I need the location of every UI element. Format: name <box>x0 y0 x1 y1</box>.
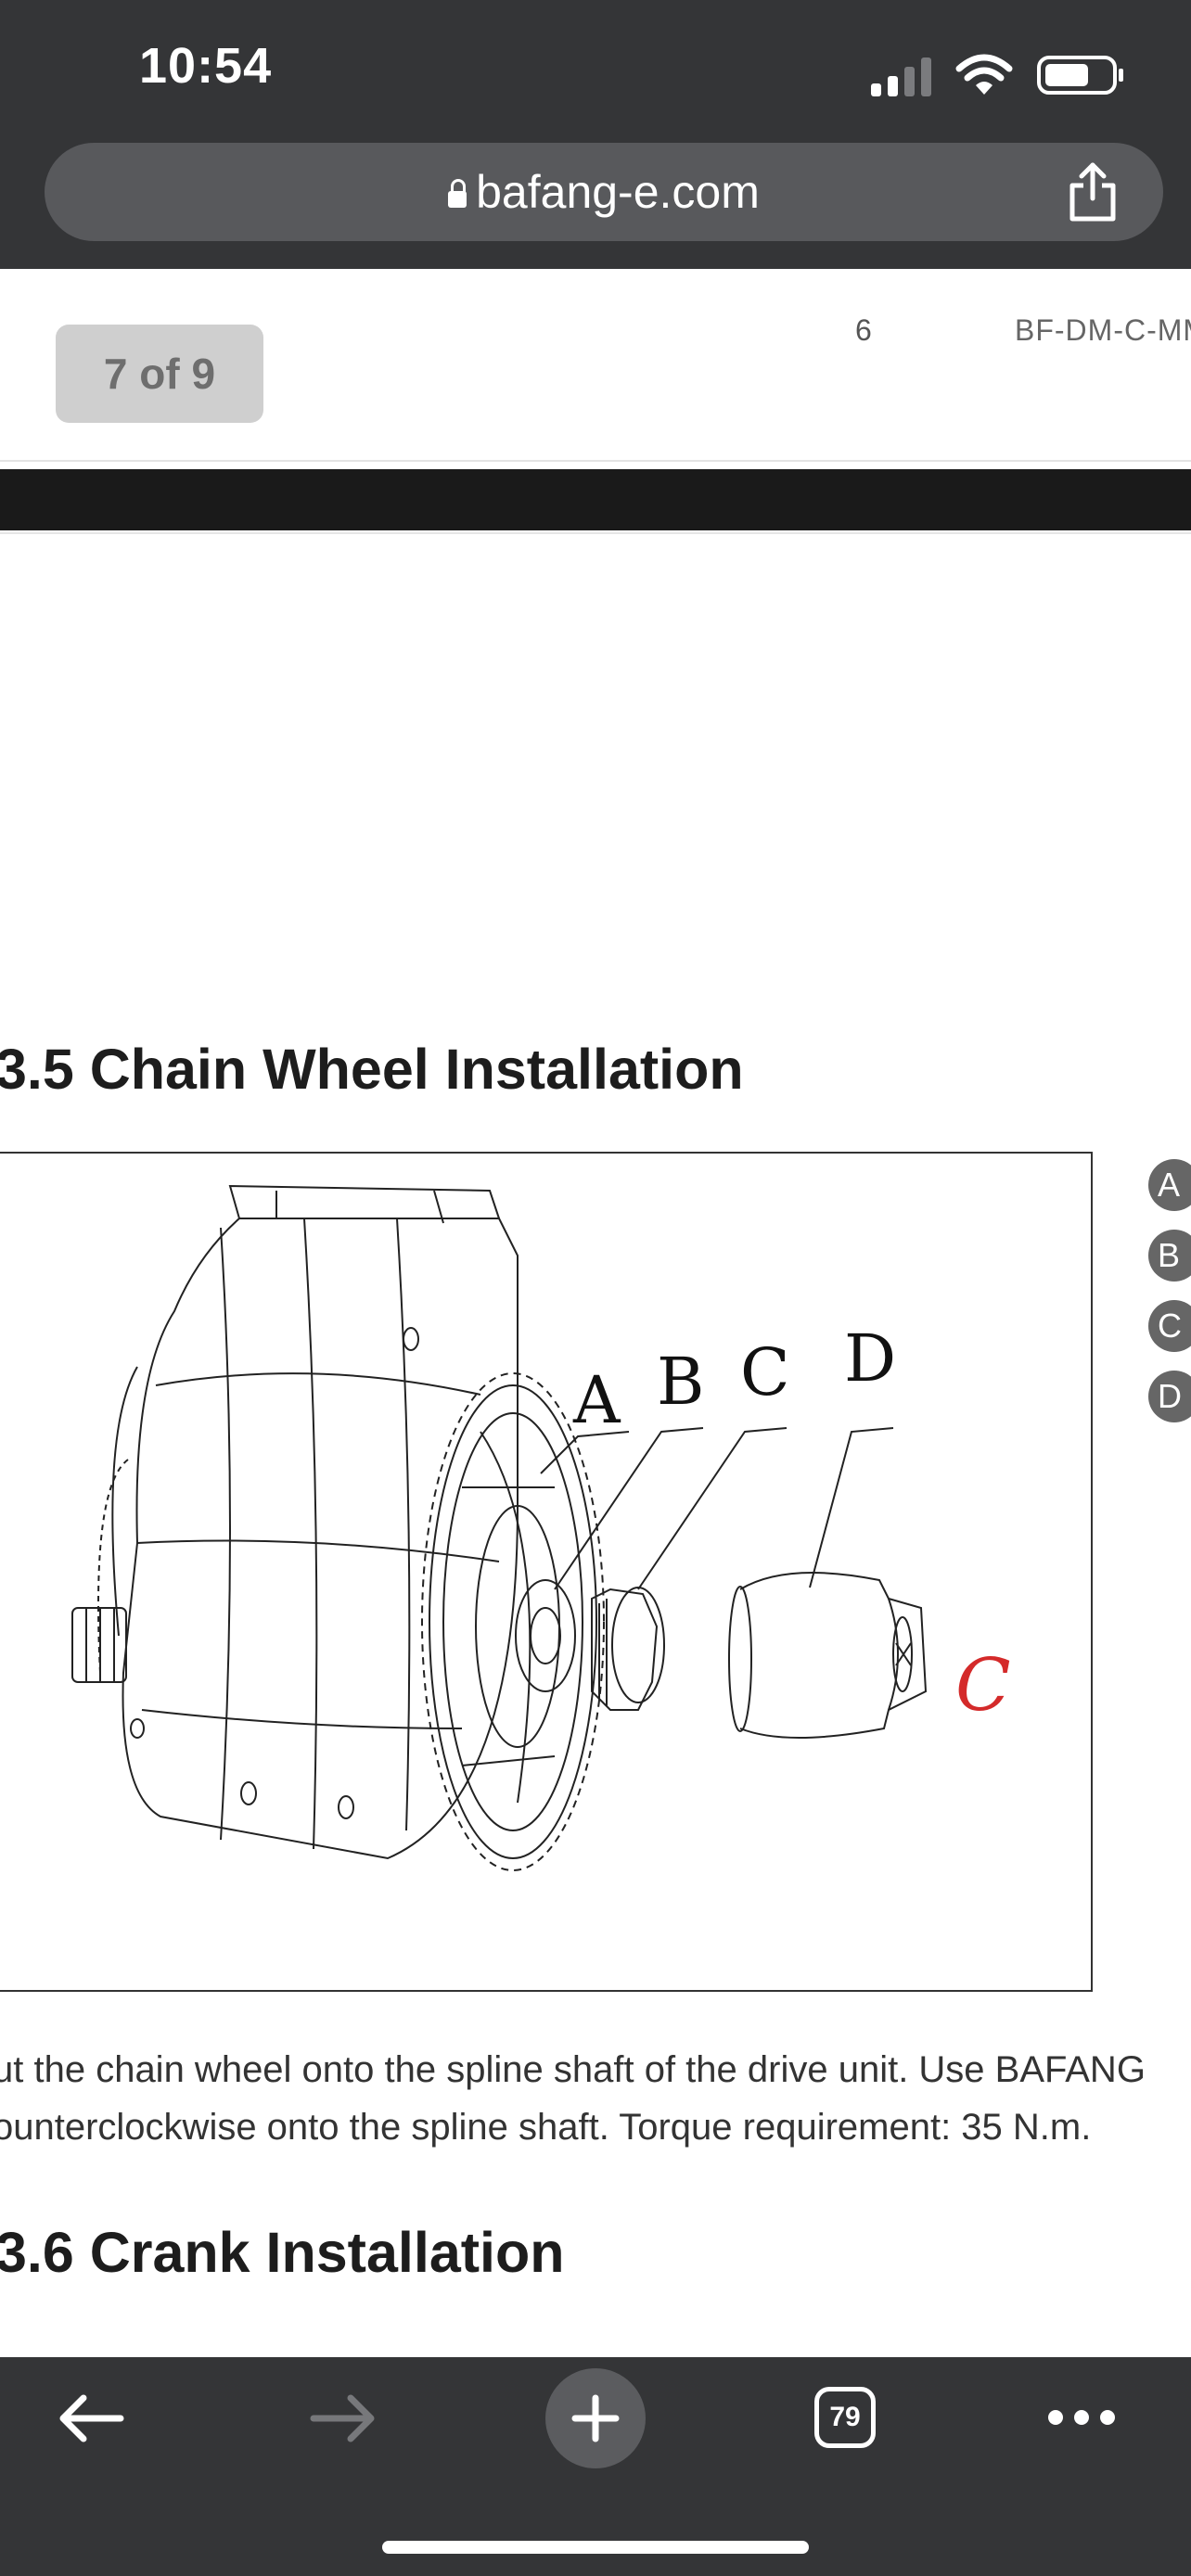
browser-top-bar: 10:54 bafang-e.com <box>0 0 1191 269</box>
battery-icon <box>1037 56 1123 95</box>
section-heading-crank: .3.6 Crank Installation <box>0 2221 565 2284</box>
home-indicator[interactable] <box>382 2541 809 2554</box>
status-icons <box>871 45 1126 96</box>
header-page-number: 6 <box>855 313 872 347</box>
status-time: 10:54 <box>139 38 273 94</box>
figure-label-c: C <box>740 1334 790 1410</box>
cellular-signal-icon <box>871 56 931 96</box>
paragraph-line-1: ut the chain wheel onto the spline shaft… <box>0 2049 1146 2090</box>
rotation-arrow-symbol: C <box>955 1644 1011 1728</box>
tabs-button[interactable]: 79 <box>814 2387 876 2448</box>
legend-marker-b: B <box>1148 1230 1191 1282</box>
new-tab-button[interactable] <box>545 2368 646 2468</box>
plus-icon <box>571 2394 620 2442</box>
drive-unit-diagram: A B C D C <box>71 1184 1011 1871</box>
installation-figure: A B C D C <box>0 1152 1093 1992</box>
url-text: bafang-e.com <box>476 166 760 218</box>
page-indicator: 7 of 9 <box>56 325 263 423</box>
legend-marker-a: A <box>1148 1159 1191 1211</box>
share-icon[interactable] <box>1063 161 1122 223</box>
back-arrow-icon[interactable] <box>54 2391 128 2446</box>
figure-label-d: D <box>844 1320 896 1396</box>
figure-label-a: A <box>572 1362 621 1438</box>
divider <box>0 532 1191 534</box>
figure-label-b: B <box>657 1344 704 1420</box>
wifi-icon <box>955 54 1013 95</box>
page-separator-band <box>0 469 1191 530</box>
section-heading-chain-wheel: .3.5 Chain Wheel Installation <box>0 1038 744 1101</box>
address-bar[interactable]: bafang-e.com <box>45 143 1163 241</box>
divider <box>0 460 1191 462</box>
legend-marker-d: D <box>1148 1371 1191 1422</box>
paragraph-line-2: ounterclockwise onto the spline shaft. T… <box>0 2107 1092 2148</box>
legend-marker-c: C <box>1148 1300 1191 1352</box>
lock-icon <box>448 179 467 208</box>
more-icon[interactable] <box>1046 2405 1117 2429</box>
header-model-code: BF-DM-C-MM <box>1015 313 1191 347</box>
forward-arrow-icon[interactable] <box>306 2391 380 2446</box>
